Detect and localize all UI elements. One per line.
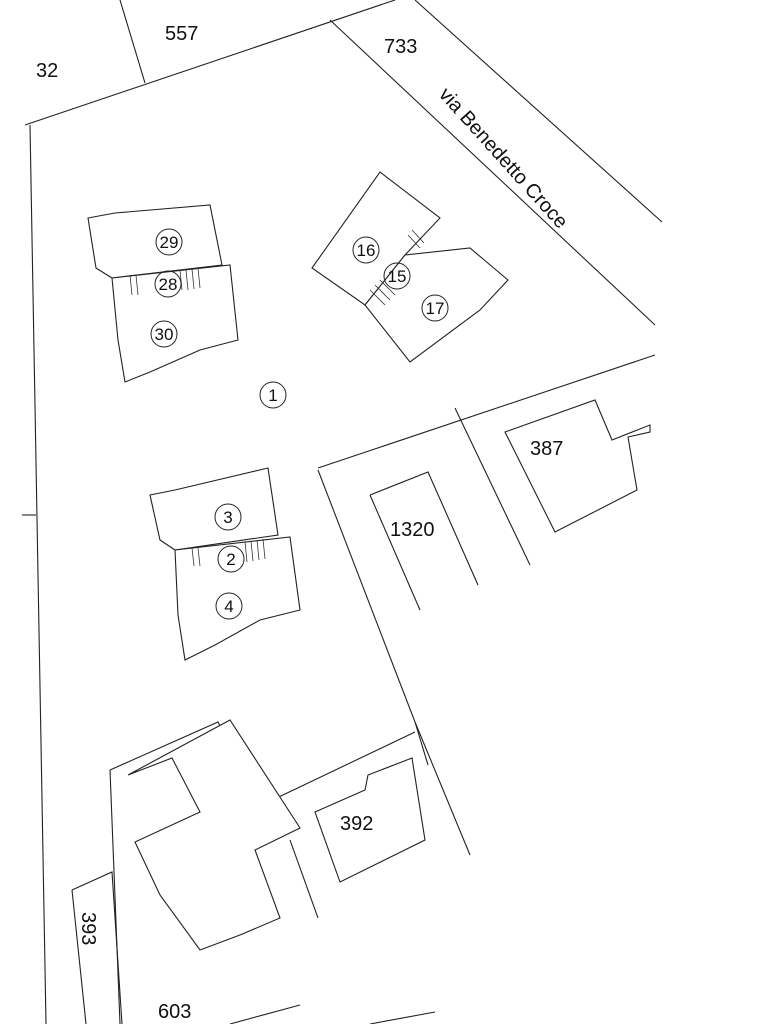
subunit-29: 29 — [160, 233, 179, 252]
building-1320 — [369, 471, 479, 611]
building-603-block — [127, 719, 301, 951]
parcel-557: 557 — [165, 23, 198, 45]
parcel-733: 733 — [384, 36, 417, 58]
parcel-387: 387 — [530, 438, 563, 460]
subunit-2: 2 — [226, 550, 235, 569]
building-392 — [314, 757, 426, 883]
parcel-392: 392 — [340, 813, 373, 835]
subunit-3: 3 — [223, 508, 232, 527]
parcel-1320: 1320 — [390, 519, 435, 541]
subunit-17: 17 — [426, 299, 445, 318]
subunit-labels: 29 28 30 16 15 17 1 3 2 4 — [150, 228, 449, 620]
building-387 — [504, 399, 651, 533]
parcel-32: 32 — [36, 60, 58, 82]
parcel-labels: 557 32 733 387 1320 392 393 603 via Bene… — [36, 23, 572, 1023]
subunit-28: 28 — [159, 275, 178, 294]
street-name: via Benedetto Croce — [434, 84, 572, 233]
parcel-603: 603 — [158, 1001, 191, 1023]
building-north-east — [311, 171, 509, 363]
subunit-15: 15 — [388, 267, 407, 286]
subunit-1: 1 — [268, 386, 277, 405]
parcel-393: 393 — [77, 912, 99, 945]
parcel-boundaries — [22, 0, 663, 1024]
subunit-30: 30 — [155, 325, 174, 344]
subunit-16: 16 — [357, 241, 376, 260]
building-north-west — [87, 204, 239, 383]
subunit-4: 4 — [224, 597, 233, 616]
building-south — [149, 467, 301, 661]
